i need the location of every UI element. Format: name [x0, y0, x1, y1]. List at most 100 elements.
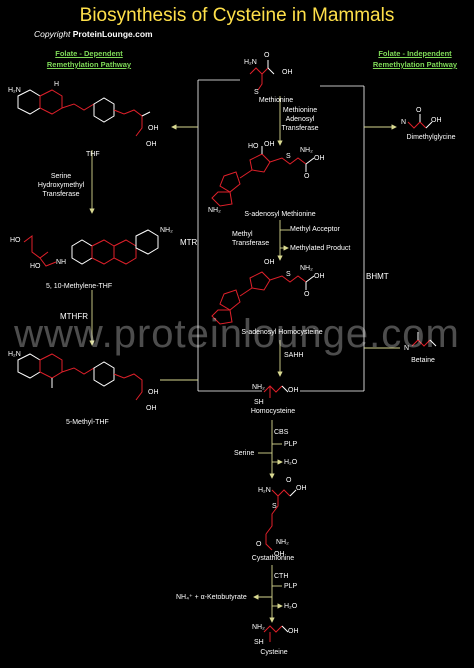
enzyme-mat-line3: Transferase	[281, 125, 319, 132]
atom-oh-met: OH	[282, 69, 293, 76]
atom-oh-sam-ring: OH	[264, 141, 275, 148]
atom-oh-5mthf: OH	[148, 389, 159, 396]
atom-oh-cys: OH	[288, 628, 299, 635]
atom-oh-sah: OH	[314, 273, 325, 280]
enzyme-shmt: Serine Hydroxymethyl Transferase	[26, 172, 96, 199]
label-methyl-acceptor: Methyl Acceptor	[290, 226, 340, 233]
atom-oh-sam: OH	[314, 155, 325, 162]
cycle-frame	[197, 79, 365, 392]
label-cysteine: Cysteine	[260, 649, 288, 656]
page-title: Biosynthesis of Cysteine in Mammals	[79, 5, 395, 26]
enzyme-mtr: MTR	[180, 238, 198, 247]
label-sam: S-adenosyl Methionine	[244, 211, 316, 218]
label-thf: THF	[86, 151, 100, 158]
copyright-line: Copyright ProteinLounge.com	[34, 29, 153, 39]
atom-oh-thf-2: OH	[146, 141, 157, 148]
atom-s-cth: S	[272, 503, 277, 510]
left-pathway-header: Folate - Dependent Remethylation Pathway	[34, 48, 144, 70]
label-methyl-thf: 5-Methyl-THF	[66, 419, 109, 426]
enzyme-shmt-line1: Serine	[50, 173, 72, 180]
atom-o-met: O	[264, 52, 270, 59]
atom-sh-cys: SH	[254, 639, 264, 646]
atom-o-cth: O	[286, 477, 292, 484]
atom-oh-thf: OH	[148, 125, 159, 132]
methyl-thf-structure	[17, 353, 143, 401]
dimethylglycine-structure	[407, 114, 433, 129]
atom-oh-cth: OH	[296, 485, 307, 492]
atom-o-sam: O	[304, 173, 310, 180]
copyright-prefix: Copyright	[34, 29, 71, 39]
atom-n-dmg: N	[401, 119, 407, 126]
enzyme-mt-line2: Transferase	[232, 240, 270, 247]
label-cystathionine: Cystathionine	[251, 555, 295, 562]
enzyme-mat-line2: Adenosyl	[285, 116, 315, 123]
cofactor-serine: Serine	[234, 450, 255, 457]
cysteine-structure	[263, 625, 289, 642]
enzyme-mat-line1: Methionine	[282, 107, 318, 114]
label-nh4-ketobutyrate: NH₄⁺ + α-Ketobutyrate	[176, 594, 247, 601]
enzyme-mthfr: MTHFR	[60, 312, 88, 321]
enzyme-cbs: CBS	[274, 429, 289, 436]
right-header-line1: Folate - Independent	[378, 49, 452, 58]
atom-s-met: S	[254, 89, 259, 96]
atom-ho-mthf-2: HO	[30, 263, 41, 270]
left-header-line2: Remethylation Pathway	[46, 60, 132, 69]
betaine-structure	[411, 332, 437, 347]
enzyme-mt: Methyl Transferase	[232, 230, 269, 248]
atom-nh2-sam: NH₂	[300, 147, 313, 154]
atom-s-sah: S	[286, 271, 291, 278]
atom-n-betaine: N	[404, 345, 410, 352]
label-homocysteine: Homocysteine	[250, 408, 296, 415]
atom-nh2-sah: NH₂	[300, 265, 313, 272]
atom-nh2-mthf: NH₂	[160, 227, 173, 234]
cystathionine-structure	[265, 489, 297, 551]
cofactor-h2o-1: H₂O	[284, 459, 298, 466]
atom-nh2-hcy: NH₂	[252, 384, 265, 391]
methionine-structure	[249, 60, 275, 91]
enzyme-sahh: SAHH	[284, 352, 304, 359]
central-arrows	[253, 96, 290, 623]
label-methylated-product: Methylated Product	[290, 245, 351, 252]
watermark: www.proteinlounge.com	[14, 312, 460, 356]
atom-h2n-cth: H₂N	[258, 487, 271, 494]
homocysteine-structure	[263, 385, 289, 398]
atom-oh-sah-ring: OH	[264, 259, 275, 266]
atom-oh-cth-2: OH	[274, 551, 285, 558]
enzyme-bhmt: BHMT	[366, 272, 389, 281]
label-betaine: Betaine	[411, 357, 435, 364]
folate-arrows	[89, 124, 198, 381]
atom-nh2-cth: NH₂	[276, 539, 289, 546]
enzyme-shmt-line3: Transferase	[42, 191, 80, 198]
label-dimethylglycine: Dimethylglycine	[406, 134, 456, 141]
label-sah: S-adenosyl Homocysteine	[241, 329, 323, 336]
atom-oh-dmg: OH	[431, 117, 442, 124]
atom-oh-hcy: OH	[288, 387, 299, 394]
enzyme-mt-line1: Methyl	[232, 231, 253, 238]
cofactor-plp-2: PLP	[284, 583, 298, 590]
atom-o-cth-2: O	[256, 541, 262, 548]
atom-ho-mthf: HO	[10, 237, 21, 244]
enzyme-cth: CTH	[274, 573, 289, 580]
label-methionine: Methionine	[258, 97, 294, 104]
cofactor-plp-1: PLP	[284, 441, 298, 448]
atom-nh-mthf: NH	[56, 259, 67, 266]
atom-sh-hcy: SH	[254, 399, 264, 406]
atom-nh2-sam-base: NH₂	[208, 207, 221, 214]
copyright-site: ProteinLounge.com	[72, 29, 153, 39]
atom-oh-5mthf-2: OH	[146, 405, 157, 412]
atom-o-dmg: O	[416, 107, 422, 114]
betaine-arrows	[364, 124, 400, 349]
cofactor-h2o-2: H₂O	[284, 603, 298, 610]
atom-h2n-5mthf: H₂N	[8, 351, 21, 358]
right-pathway-header: Folate - Independent Remethylation Pathw…	[358, 48, 472, 70]
label-methylene-thf: 5, 10-Methylene-THF	[46, 283, 113, 290]
sam-structure	[211, 146, 315, 207]
right-header-line2: Remethylation Pathway	[372, 60, 458, 69]
atom-ho-sam: HO	[248, 143, 259, 150]
atom-h2n-thf: H₂N	[8, 87, 21, 94]
methylene-thf-structure	[23, 229, 159, 267]
enzyme-shmt-line2: Hydroxymethyl	[37, 182, 85, 189]
enzyme-mat: Methionine Adenosyl Transferase	[270, 106, 330, 133]
